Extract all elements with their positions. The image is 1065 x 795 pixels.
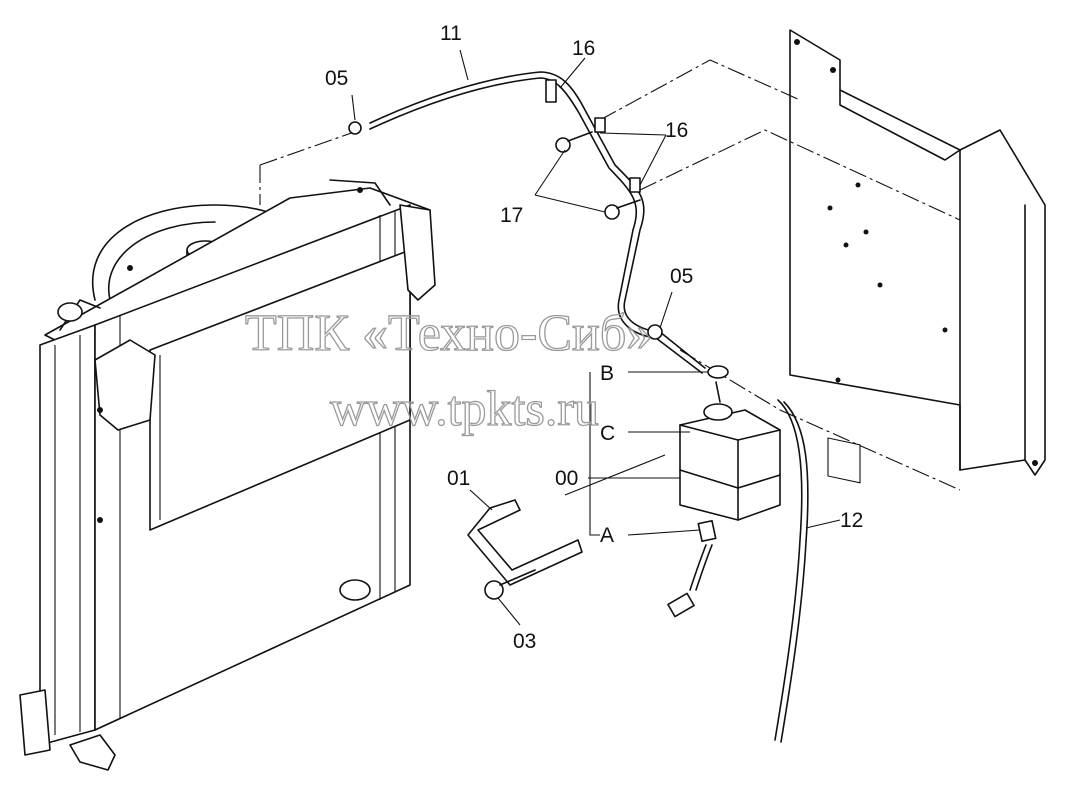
- leader-lines: [351, 49, 841, 626]
- watermark: ТПК «Техно-Сиб» www.tpkts.ru: [244, 304, 653, 436]
- level-sensor: [667, 519, 717, 618]
- watermark-company: ТПК «Техно-Сиб»: [245, 305, 652, 362]
- callouts: 11 16 05 16 17 05 B C 00 01 A 12 03: [325, 22, 863, 653]
- callout-00: 00: [555, 467, 578, 490]
- callout-16-right: 16: [665, 119, 688, 142]
- callout-05-left: 05: [325, 67, 348, 90]
- watermark-url: www.tpkts.ru: [330, 380, 599, 436]
- tank-bracket: [467, 499, 583, 600]
- callout-11: 11: [440, 22, 462, 45]
- callout-A: A: [600, 524, 614, 547]
- drain-hose-12: [774, 399, 809, 743]
- callout-03: 03: [513, 630, 536, 653]
- callout-12: 12: [840, 509, 863, 532]
- callout-17: 17: [500, 204, 523, 227]
- reference-lines: [259, 59, 961, 491]
- reserve-tank: [679, 365, 781, 521]
- callout-01: 01: [447, 467, 470, 490]
- callout-C: C: [600, 422, 615, 445]
- callout-B: B: [600, 362, 614, 385]
- callout-16-top: 16: [572, 37, 595, 60]
- radiator-assembly: [19, 179, 436, 771]
- callout-05-right: 05: [670, 265, 693, 288]
- frame-bracket: [789, 29, 1046, 484]
